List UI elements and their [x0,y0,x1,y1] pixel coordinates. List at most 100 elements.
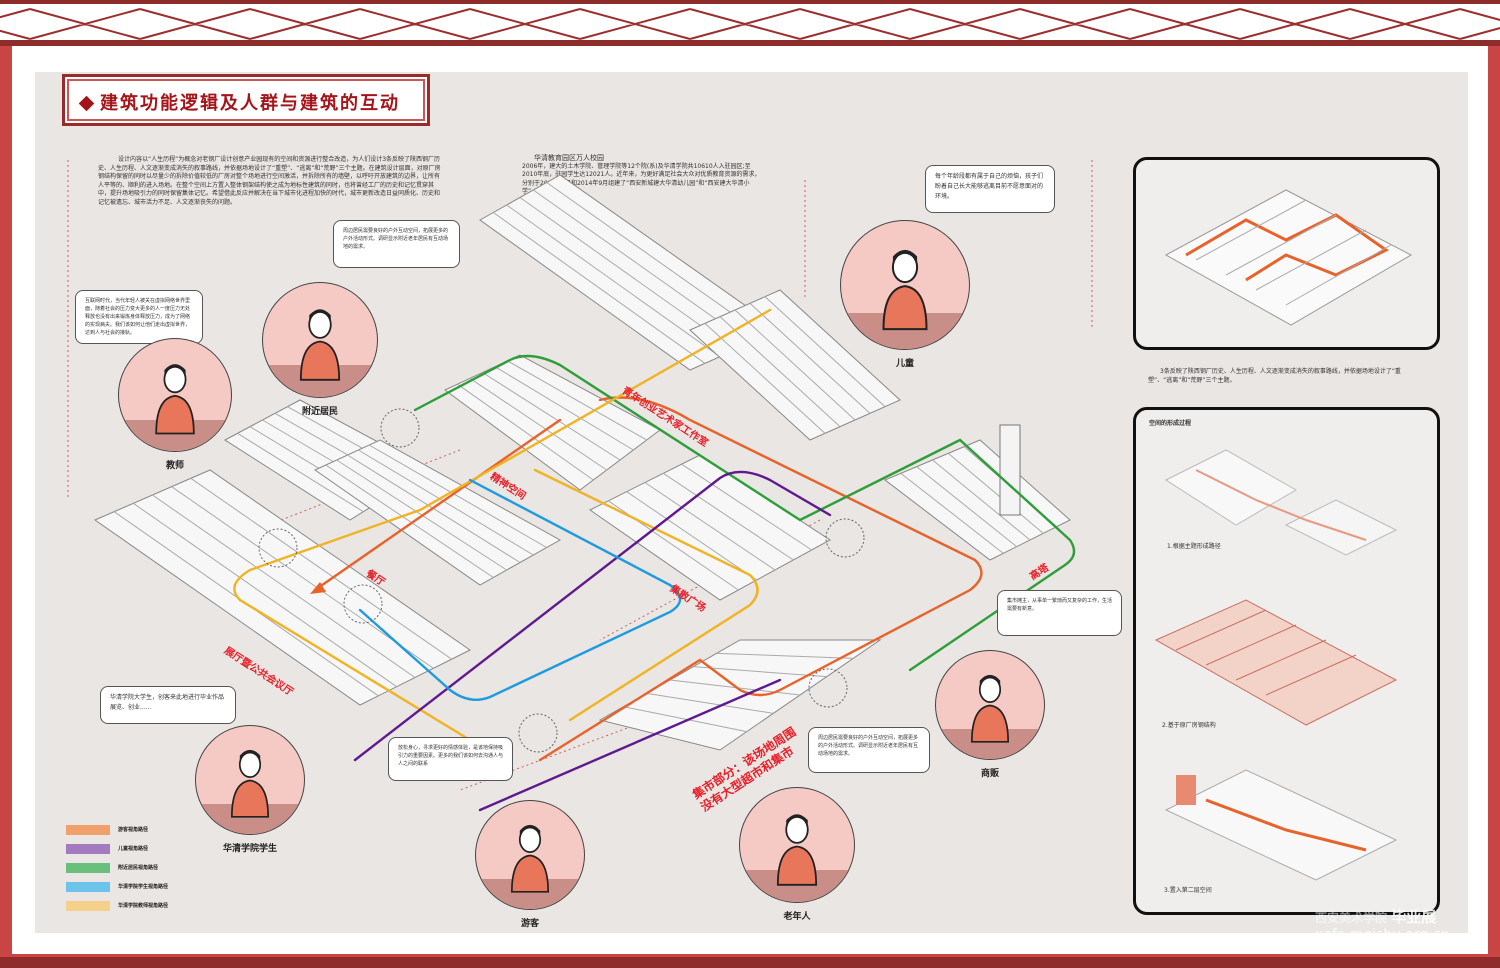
legend-label: 游客视角路径 [118,827,149,833]
person-label-teacher: 教师 [165,461,185,471]
person-illustration-tourist [475,800,585,910]
step-label: 2.基于原厂房钢结构 [1162,722,1216,729]
structure-line [171,486,434,669]
structure-line [469,377,607,471]
person-label-vendor: 商贩 [980,769,1000,779]
structure-line [900,472,1004,554]
top-lattice-border [0,0,1500,46]
watermark-school: 西安美术学院 [1315,911,1388,925]
person-figure-icon [882,249,928,331]
overview-model [1164,189,1413,326]
structure-line [358,449,534,556]
building-block [589,454,831,601]
legend-item: 华清学院学生视角路径 [66,877,168,896]
legend-item: 儿童视角路径 [66,839,168,858]
structure-line [152,494,416,678]
structure-line [734,309,856,421]
route-lines [233,308,1076,812]
structure-line [457,383,594,481]
speech-bubble-vendor: 集市摊主，从事单一繁琐而又复杂的工作，生活需要有新意。 [997,590,1122,636]
structure-line [644,482,776,571]
structure-line [646,692,774,714]
structure-line [237,432,364,513]
structure-line [533,189,751,344]
structure-line [482,372,621,461]
legend-label: 附近居民视角路径 [118,865,159,871]
route-purple-b [478,678,782,812]
watermark-exhibit: 毕业展 [1391,908,1437,926]
structure-line [623,706,747,733]
legend-item: 游客视角路径 [66,820,168,839]
legend-swatch [66,862,110,873]
structure-line [133,502,397,688]
structure-line [948,452,1044,534]
legend-swatch [66,881,110,892]
lattice-pattern [0,8,1500,40]
route-blue [358,478,682,701]
person-illustration-elderly [739,787,855,903]
legend-swatch [66,843,110,854]
structure-line [764,296,886,408]
title-text: 建筑功能逻辑及人群与建筑的互动 [100,93,400,114]
quote-text: 周边居民需要良好的户外互动空间，拓展更多的户外活动形式。调研显示附近老年居民有互… [818,735,919,757]
watermark: 西安美术学院 毕业展 xafa.meishu.org.cn [1315,906,1449,943]
quote-text: 集市摊主，从事单一繁琐而又复杂的工作，生活需要有新意。 [1007,598,1113,612]
person-figure-icon [776,813,818,886]
quote-text: 周边居民需要良好的户外互动空间，拓展更多的户外活动形式。调研显示附近老年居民有互… [343,228,449,250]
step3-model [1164,769,1398,881]
legend-label: 华清学院教师视角路径 [118,903,169,909]
intro-paragraph: 设计内容以“人生历程”为概念对老钢厂设计创意产业园现有的空间和资源进行整合改造，… [98,156,441,206]
quote-text: 放松身心，寻求更好的情感体验，是该地保持吸引力的重要因素。更多的我们该如何去沟通… [398,745,504,767]
legend-item: 华清学院教师视角路径 [66,896,168,915]
overview-caption: 3条反映了陕西钢厂历史、人生历程、人文逐渐变成消失的叙事路线，并依据场地设计了“… [1148,368,1401,384]
structure-line [932,459,1031,541]
step2-model [1154,599,1398,726]
person-label-resident: 附近居民 [301,407,339,417]
step1-model [1164,449,1398,556]
speech-bubble-student: 华清学院大学生，创客来此地进行毕业作品展览、创业...... [100,686,236,724]
structure-line [749,302,871,414]
route-yellow-b [533,468,759,722]
person-figure-icon [155,364,195,435]
legend-label: 儿童视角路径 [118,846,149,852]
person-label-student: 华清学院学生 [222,844,278,854]
structure-line [506,204,721,358]
arrowhead-icon [310,582,326,594]
quote-text: 每个年龄段都有属于自己的烦恼，孩子们盼着自己长大能够逃离目前不愿意面对的环境。 [935,173,1044,200]
legend-label: 华清学院学生视角路径 [118,884,169,890]
structure-line [704,322,826,434]
speech-bubble-child: 每个年龄段都有属于自己的烦恼，孩子们盼着自己长大能够逃离目前不愿意面对的环境。 [925,165,1055,213]
person-illustration-teacher [118,338,232,452]
speech-bubble-resident: 周边居民需要良好的户外互动空间，拓展更多的户外活动形式。调研显示附近老年居民有互… [333,220,460,268]
person-label-tourist: 游客 [520,919,540,929]
building-models [93,174,1071,751]
person-illustration-vendor [935,650,1045,760]
route-green [413,354,1076,672]
structure-line [546,182,766,338]
section-title: 建筑功能逻辑及人群与建筑的互动 [62,74,430,126]
speech-bubble-teacher: 互联网时代，当代年轻人被关在虚拟网络世界里面，随着社会的压力变大更多的人一度压力… [75,290,203,344]
campus-text: 2006年，建大的土木学院、管理学院等12个院(系)及华清学院共10610人入驻… [522,162,761,196]
person-label-elderly: 老年人 [783,912,811,922]
campus-heading: 华清教育园区万人校园 [534,154,604,162]
person-label-child: 儿童 [895,359,915,369]
process-models [1154,449,1398,881]
space-formation-panel: 空间的形成过程 1.根据主题形成路径 2.基于原厂房钢结构 3.置入第二层空间 [1133,407,1440,915]
person-illustration-child [840,220,970,350]
right-frame-border [1488,0,1500,968]
structure-line [719,316,841,428]
structure-line [190,477,452,660]
structure-line [493,212,706,364]
person-illustration-student [195,725,305,835]
speech-bubble-elderly: 周边居民需要良好的户外互动空间，拓展更多的户外活动形式。调研显示附近老年居民有互… [808,727,930,773]
person-figure-icon [511,825,549,894]
route-orange-a [313,418,562,592]
structure-line [325,464,494,578]
bottom-border [0,954,1500,968]
person-illustration-resident [262,282,378,398]
person-figure-icon [231,750,269,819]
structure-line [507,360,647,441]
route-purple-a [353,470,832,762]
left-frame-border [0,0,12,968]
